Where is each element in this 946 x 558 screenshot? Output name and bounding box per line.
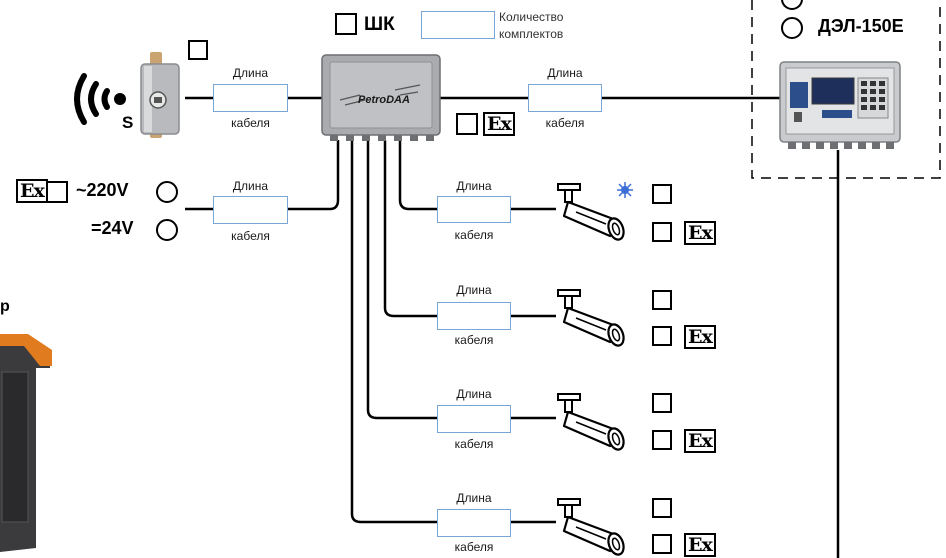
star-indicator-icon: [617, 182, 633, 198]
kit-quantity-label-2: комплектов: [499, 27, 564, 41]
camera-3-ex-checkbox[interactable]: [652, 430, 672, 450]
ex-mark-icon: Ex: [684, 429, 716, 453]
cable-label-bottom: кабеля: [454, 333, 494, 347]
camera-3-icon: [557, 393, 625, 451]
controller-label: ДЭЛ-150Е: [818, 16, 904, 36]
shk-checkbox[interactable]: [335, 13, 357, 35]
cable-length-field[interactable]: [213, 84, 288, 112]
ex-mark-icon: Ex: [684, 221, 716, 245]
cable-label-bottom: кабеля: [454, 228, 494, 242]
camera-group: [557, 183, 625, 556]
power-24-label: =24V: [91, 218, 134, 238]
camera-3-checkbox[interactable]: [652, 393, 672, 413]
camera-1-ex-checkbox[interactable]: [652, 222, 672, 242]
wire-camera-1: [398, 140, 556, 211]
kit-quantity-field[interactable]: [421, 11, 495, 39]
wire-camera-3: [366, 140, 556, 420]
left-device-partial: [0, 334, 52, 552]
cable-length-field[interactable]: [437, 302, 511, 330]
power-24-radio[interactable]: [156, 219, 178, 241]
cable-label-bottom: кабеля: [231, 116, 270, 130]
wire-power: [185, 140, 340, 211]
camera-4-ex-checkbox[interactable]: [652, 534, 672, 554]
cable-label-top: Длина: [456, 491, 492, 505]
cable-label-top: Длина: [456, 179, 492, 193]
cable-label-top: Длина: [232, 66, 269, 80]
controller-device: [779, 61, 901, 149]
camera-4-icon: [557, 498, 625, 556]
cable-label-top: Длина: [547, 66, 583, 80]
shk-label: ШК: [364, 14, 395, 35]
sensor-device: [140, 52, 180, 138]
wireless-dot: [114, 93, 126, 105]
ex-mark-icon: Ex: [684, 533, 716, 557]
junction-box-device: [321, 54, 441, 141]
wire-camera-2: [383, 140, 556, 318]
camera-1-checkbox[interactable]: [652, 184, 672, 204]
cable-length-field[interactable]: [213, 196, 288, 224]
camera-2-checkbox[interactable]: [652, 290, 672, 310]
sensor-label: S: [122, 113, 134, 132]
cable-label-top: Длина: [456, 387, 492, 401]
camera-1-icon: [557, 183, 625, 241]
left-partial-text: р: [0, 298, 10, 315]
cable-length-field[interactable]: [437, 509, 511, 537]
power-220-radio[interactable]: [156, 181, 178, 203]
kit-quantity-label-1: Количество: [499, 10, 564, 24]
cable-label-bottom: кабеля: [545, 116, 585, 130]
cable-label-bottom: кабеля: [454, 540, 494, 554]
power-ex-checkbox[interactable]: [46, 181, 68, 203]
sensor-checkbox[interactable]: [188, 40, 208, 60]
cable-label-bottom: кабеля: [454, 437, 494, 451]
cable-length-field[interactable]: [437, 405, 511, 433]
cable-label-top: Длина: [232, 179, 269, 193]
camera-4-checkbox[interactable]: [652, 498, 672, 518]
junction-box-brand: PetroDAA: [358, 94, 410, 106]
controller-dashed-frame: [751, 0, 941, 179]
ex-mark-icon: Ex: [16, 179, 48, 203]
ex-mark-icon: Ex: [483, 112, 515, 136]
power-220-label: ~220V: [76, 180, 129, 200]
junction-ex-checkbox[interactable]: [456, 113, 478, 135]
ex-mark-icon: Ex: [684, 325, 716, 349]
camera-2-icon: [557, 289, 625, 347]
cable-label-top: Длина: [456, 283, 492, 297]
wire-camera-4: [350, 140, 556, 524]
camera-2-ex-checkbox[interactable]: [652, 326, 672, 346]
cable-length-field[interactable]: [437, 196, 511, 223]
controller-radio[interactable]: [781, 17, 803, 39]
cable-label-bottom: кабеля: [231, 229, 270, 243]
wireless-icon: [74, 73, 110, 125]
cable-length-field[interactable]: [528, 84, 602, 112]
